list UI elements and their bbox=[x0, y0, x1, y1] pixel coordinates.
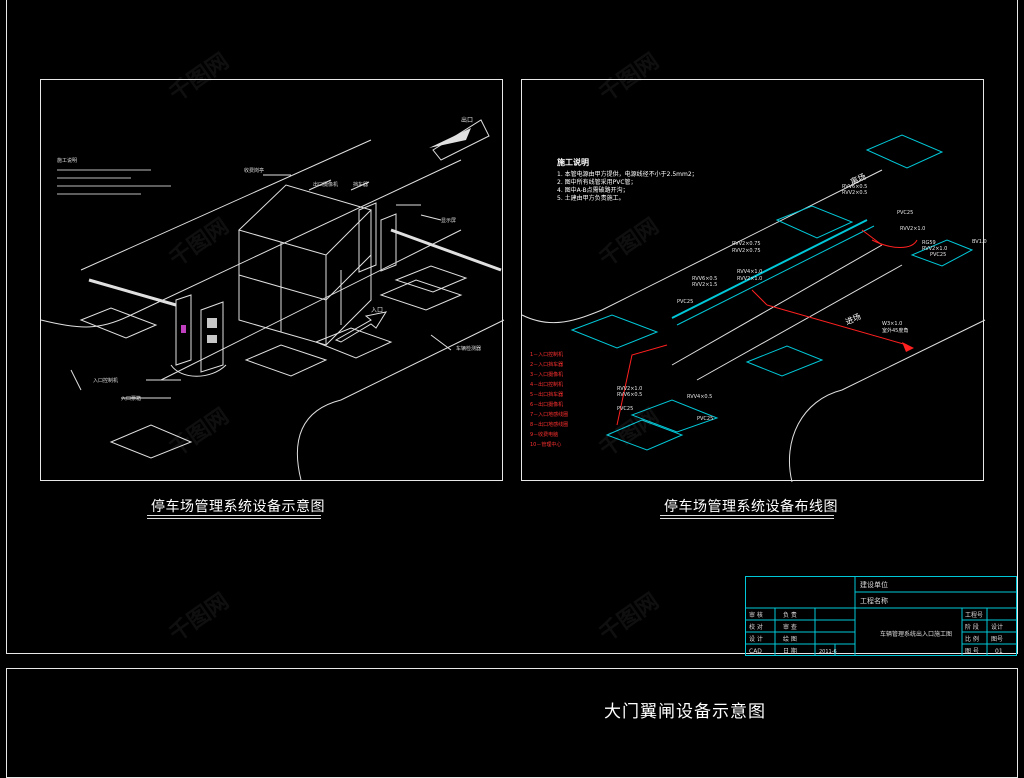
cable-label: RVV6×0.5 bbox=[692, 276, 717, 282]
tb-cell: 审 核 bbox=[749, 611, 763, 619]
bottom-section-title: 大门翼闸设备示意图 bbox=[604, 702, 766, 722]
legend-item: 3－入口摄像机 bbox=[530, 371, 563, 378]
ticket-box-label: 入口票箱 bbox=[121, 395, 141, 402]
equipment-diagram-panel: 出口 入口 收费岗亭 出口摄像机 挡车器 显示屏 车辆检测器 入口控制机 入口票… bbox=[40, 79, 505, 481]
cable-label: RVV2×1.5 bbox=[692, 282, 717, 288]
title-block: 建设单位 工程名称 车辆管理系统出入口施工图 审 核 负 责 校 对 审 查 设… bbox=[745, 576, 1017, 656]
entrance-label: 入口 bbox=[371, 307, 383, 314]
tb-cell: CAD bbox=[749, 648, 762, 655]
wiring-note-1: 1. 本管电源由甲方提供，电源线径不小于2.5mm2； bbox=[557, 170, 698, 178]
equipment-legend: 1－入口控制机 2－入口挡车器 3－入口摄像机 4－出口控制机 5－出口挡车器 6－出口摄… bbox=[530, 351, 568, 448]
enter-word: 进场 bbox=[844, 312, 862, 327]
cable-label: RVV2×1.0 bbox=[900, 226, 925, 232]
notes-lines bbox=[57, 169, 171, 195]
legend-item: 10－管理中心 bbox=[530, 441, 561, 448]
wiring-diagram: 施工说明 1. 本管电源由甲方提供，电源线径不小于2.5mm2； 2. 图中所有… bbox=[521, 134, 987, 483]
legend-item: 1－入口控制机 bbox=[530, 351, 563, 358]
tb-date: 2011-6 bbox=[819, 649, 837, 655]
left-caption: 停车场管理系统设备示意图 bbox=[151, 499, 325, 515]
left-caption-underline-2 bbox=[147, 518, 321, 519]
tb-cell: 负 责 bbox=[783, 611, 797, 619]
wiring-notes-title: 施工说明 bbox=[557, 157, 589, 167]
tb-cell: 01 bbox=[995, 648, 1003, 655]
right-caption: 停车场管理系统设备布线图 bbox=[664, 499, 838, 515]
booth-label: 收费岗亭 bbox=[244, 167, 264, 174]
tb-cell: 阶 段 bbox=[965, 623, 979, 631]
tb-cell: 审 查 bbox=[783, 623, 797, 631]
cable-label: W3×1.0 bbox=[882, 321, 902, 327]
wiring-note-2: 2. 图中所有线管采用PVC管； bbox=[557, 178, 637, 186]
right-caption-underline-2 bbox=[660, 518, 834, 519]
notes-title: 施工说明 bbox=[57, 157, 77, 164]
display-label: 显示屏 bbox=[441, 218, 456, 224]
tb-cell: 工程号 bbox=[965, 611, 983, 619]
equipment-diagram: 出口 入口 收费岗亭 出口摄像机 挡车器 显示屏 车辆检测器 入口控制机 入口票… bbox=[40, 116, 505, 481]
cable-label: 室外45度角 bbox=[882, 327, 908, 334]
tb-cell: 设 计 bbox=[749, 635, 763, 643]
tb-cell: 绘 图 bbox=[783, 635, 797, 643]
tb-cell: 校 对 bbox=[749, 623, 763, 631]
left-caption-underline bbox=[147, 515, 321, 516]
exit-label: 出口 bbox=[461, 116, 473, 124]
exit-camera-label: 出口摄像机 bbox=[313, 181, 338, 188]
tb-cell: 图号 bbox=[991, 636, 1003, 643]
tb-row2: 工程名称 bbox=[860, 596, 888, 605]
legend-item: 6－出口摄像机 bbox=[530, 401, 563, 408]
cable-label: RVV2×1.0 bbox=[922, 246, 947, 252]
right-caption-underline bbox=[660, 515, 834, 516]
legend-item: 4－出口控制机 bbox=[530, 381, 563, 388]
wiring-diagram-panel: 施工说明 1. 本管电源由甲方提供，电源线径不小于2.5mm2； 2. 图中所有… bbox=[521, 79, 987, 483]
cable-label: RVV6×0.5 bbox=[617, 392, 642, 398]
legend-item: 5－出口挡车器 bbox=[530, 391, 563, 398]
cable-label: RVV2×1.0 bbox=[617, 386, 642, 392]
legend-item: 9－收费电脑 bbox=[530, 431, 558, 438]
cable-label: PVC25 bbox=[897, 210, 913, 216]
loop-detector-label: 车辆检测器 bbox=[456, 345, 481, 352]
cable-label: RVV4×0.5 bbox=[687, 394, 712, 400]
tb-cell: 比 例 bbox=[965, 635, 979, 643]
tb-row1: 建设单位 bbox=[860, 580, 888, 589]
entry-machine-label: 入口控制机 bbox=[93, 377, 118, 384]
cable-label: RG59 bbox=[922, 240, 936, 246]
cable-label: RVV2×1.0 bbox=[737, 276, 762, 282]
cable-label: RVV2×0.5 bbox=[842, 190, 867, 196]
cable-label: PVC25 bbox=[930, 252, 946, 258]
wiring-note-4: 5. 土建由甲方负责施工。 bbox=[557, 194, 625, 202]
tb-cell: 设计 bbox=[991, 623, 1003, 631]
tb-cell: 日 期 bbox=[783, 647, 797, 655]
tb-cell: 图 号 bbox=[965, 648, 979, 655]
cable-label: PVC25 bbox=[677, 299, 693, 305]
wiring-note-3: 4. 图中A-B点需破路开沟； bbox=[557, 186, 629, 194]
legend-item: 8－出口地感线圈 bbox=[530, 421, 568, 428]
cable-label: RVV6×0.5 bbox=[842, 184, 867, 190]
tb-drawing-title: 车辆管理系统出入口施工图 bbox=[880, 630, 952, 638]
cable-label: PVC25 bbox=[697, 416, 713, 422]
cable-label: PVC25 bbox=[617, 406, 633, 412]
drawing-sheet-border-lower bbox=[6, 668, 1018, 778]
drawing-sheet-border bbox=[6, 0, 1018, 654]
cable-label: RVV4×1.0 bbox=[737, 269, 762, 275]
legend-item: 7－入口地感线圈 bbox=[530, 411, 568, 418]
cable-labels: RVV6×0.5RVV2×0.5PVC25RVV2×1.0RG59RVV2×1.… bbox=[617, 184, 987, 422]
cable-label: BV1.0 bbox=[972, 239, 987, 245]
barrier-label: 挡车器 bbox=[353, 181, 368, 188]
legend-item: 2－入口挡车器 bbox=[530, 361, 563, 368]
cable-label: RVV2×0.75 bbox=[732, 248, 761, 254]
cable-label: RVV2×0.75 bbox=[732, 241, 761, 247]
